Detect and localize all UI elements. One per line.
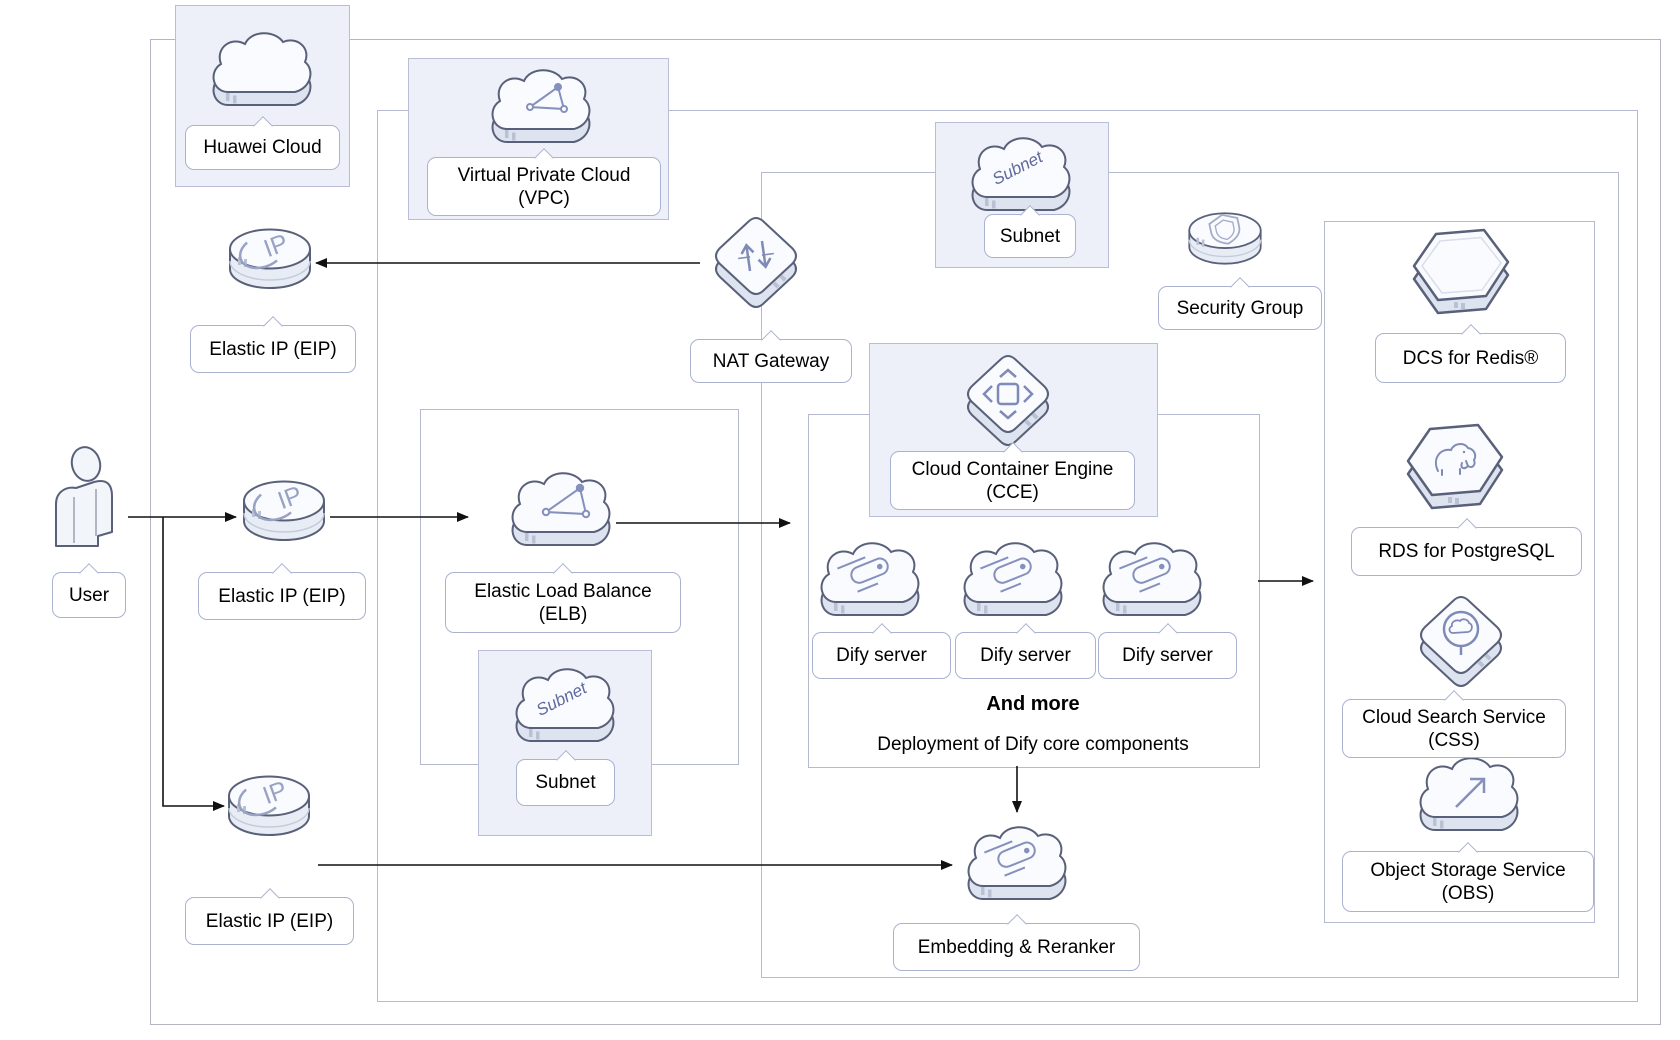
elb-icon [511, 472, 611, 546]
node-label-line1: Cloud Search Service [1362, 706, 1546, 728]
dcs-redis-icon [1412, 228, 1510, 315]
huawei-cloud-region-box [150, 39, 1661, 1025]
obs-icon [1419, 757, 1519, 831]
obs-label: Object Storage Service(OBS) [1342, 842, 1594, 912]
node-label: RDS for PostgreSQL [1378, 541, 1555, 562]
node-label-line1: Object Storage Service [1370, 859, 1566, 881]
eip-icon: IP [243, 480, 325, 541]
node-label: Dify server [980, 645, 1071, 666]
elb-label: Elastic Load Balance(ELB) [445, 563, 681, 633]
node-label: Dify server [836, 645, 927, 666]
dify-server-icon [820, 542, 920, 616]
dify-server-1-label: Dify server [812, 623, 951, 679]
user-icon [55, 446, 113, 547]
node-label: Elastic IP (EIP) [205, 910, 334, 932]
rds-label: RDS for PostgreSQL [1351, 518, 1582, 576]
user-label: User [52, 563, 126, 618]
subnet-bottom-label: Subnet [516, 750, 615, 806]
security-group-icon [1188, 212, 1262, 265]
deployment-note: Deployment of Dify core components [877, 734, 1189, 755]
and-more-note: And more [986, 693, 1080, 715]
data-services-box [1324, 221, 1595, 923]
arrow-user-to-eip-bottom [162, 517, 225, 811]
embedding-icon [967, 826, 1067, 900]
vpc-region-box [377, 110, 1638, 1002]
node-label-line2: (OBS) [1441, 882, 1495, 904]
css-label: Cloud Search Service(CSS) [1342, 690, 1566, 758]
node-label: Security Group [1176, 297, 1304, 319]
huawei-cloud-label: Huawei Cloud [185, 116, 340, 170]
eip-top-label: Elastic IP (EIP) [190, 316, 356, 373]
cloud-search-icon [1420, 596, 1502, 687]
dify-server-3-label: Dify server [1098, 623, 1237, 679]
dcs-label: DCS for Redis® [1375, 324, 1566, 383]
node-label: Subnet [535, 772, 596, 793]
eip-mid-label: Elastic IP (EIP) [198, 563, 366, 620]
node-label: Subnet [999, 225, 1061, 247]
node-label: Elastic IP (EIP) [209, 338, 337, 360]
dify-server-icon [963, 542, 1063, 616]
node-label-line1: Cloud Container Engine [911, 458, 1114, 480]
embedding-label: Embedding & Reranker [893, 914, 1140, 971]
eip-icon: IP [229, 228, 311, 289]
node-label: Embedding & Reranker [917, 936, 1116, 958]
node-label: NAT Gateway [712, 350, 830, 372]
node-label-line2: (CSS) [1428, 729, 1480, 751]
security-group-label: Security Group [1158, 277, 1322, 330]
nat-gateway-label: NAT Gateway [690, 330, 852, 383]
dify-server-icon [1102, 542, 1202, 616]
node-label: DCS for Redis® [1402, 347, 1539, 369]
node-label: Elastic IP (EIP) [218, 585, 346, 607]
eip-bottom-label: Elastic IP (EIP) [185, 888, 354, 945]
eip-icon: IP [228, 775, 310, 836]
node-label-line2: (CCE) [986, 481, 1039, 503]
subnet-top-label: Subnet [984, 205, 1076, 258]
vpc-label: Virtual Private Cloud(VPC) [427, 148, 661, 216]
node-label-line1: Virtual Private Cloud [457, 164, 631, 186]
node-label: User [68, 584, 110, 606]
node-label: Huawei Cloud [203, 137, 322, 158]
vpc-icon [491, 69, 591, 143]
node-label-line1: Elastic Load Balance [474, 580, 652, 602]
node-label-line2: (ELB) [538, 603, 588, 625]
cce-icon [967, 355, 1049, 446]
node-label-line2: (VPC) [518, 187, 570, 209]
dify-server-2-label: Dify server [955, 623, 1096, 679]
subnet-region-box [761, 172, 1619, 978]
subnet-icon: Subnet [971, 137, 1071, 211]
node-label: Dify server [1122, 645, 1213, 666]
subnet-icon: Subnet [515, 668, 615, 742]
nat-gateway-icon [715, 217, 797, 308]
cloud-icon [212, 32, 312, 106]
cce-label: Cloud Container Engine(CCE) [890, 442, 1135, 510]
rds-postgresql-icon [1406, 423, 1504, 510]
